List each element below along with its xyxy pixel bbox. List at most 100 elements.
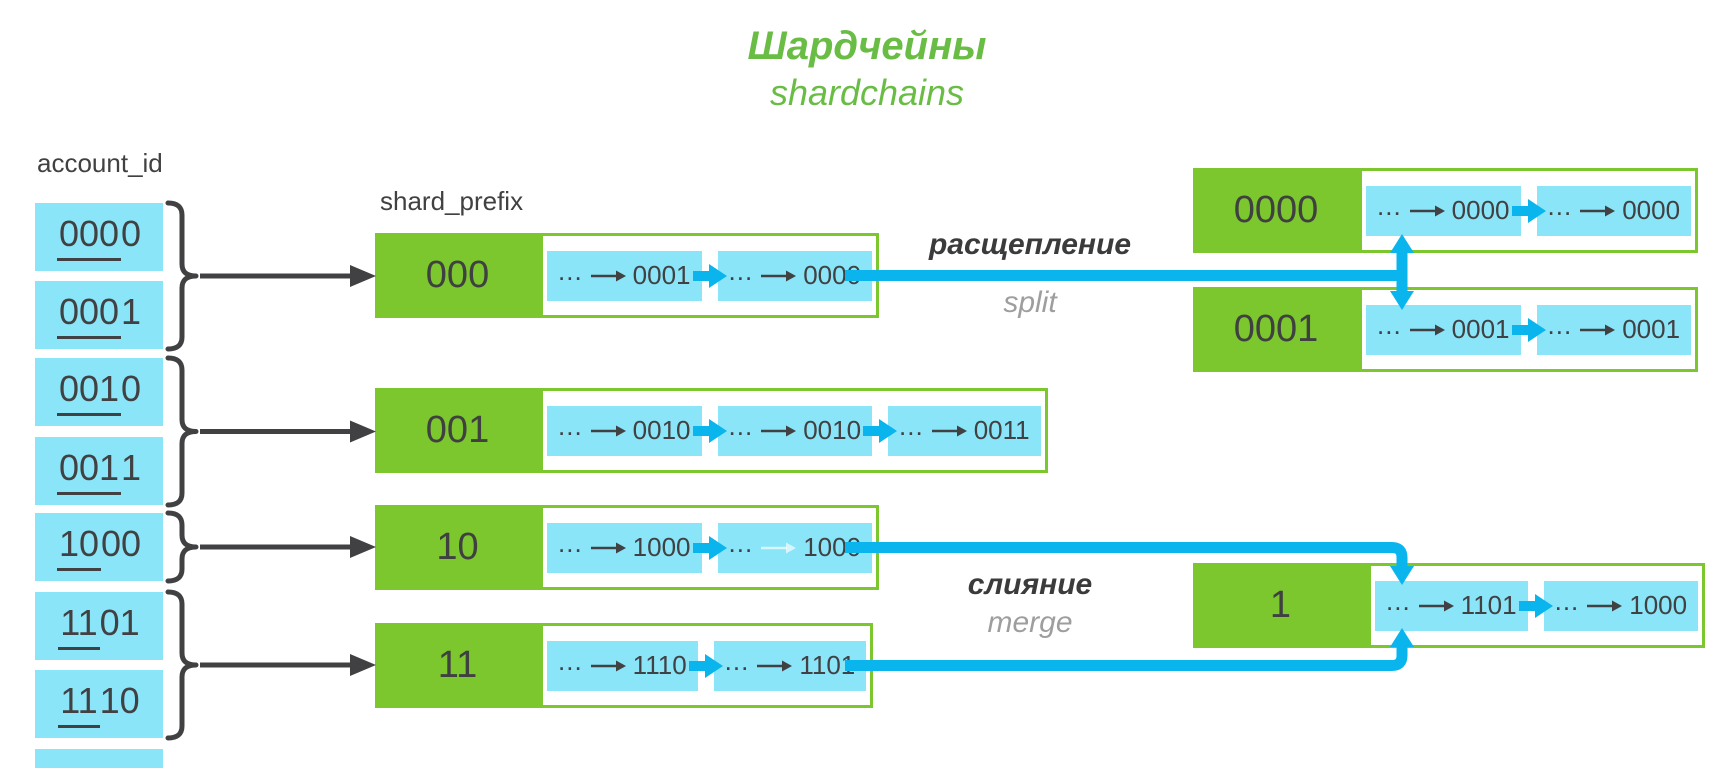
merge-connector-bottom	[845, 646, 1408, 671]
block-arrow-icon	[590, 542, 626, 553]
account-id-box-partial	[35, 749, 163, 768]
account-id-prefix: 11	[58, 680, 100, 728]
group-arrow-head	[350, 654, 376, 676]
account-id-suffix: 01	[99, 602, 140, 643]
diagram-title-en: shardchains	[769, 72, 965, 113]
chain-link-arrow-icon	[1511, 317, 1546, 342]
shardchain-blocks: ... 0001 ... 0001	[1359, 287, 1699, 372]
account-id-prefix: 000	[56, 213, 122, 261]
chain-block-value: 0000	[1622, 195, 1681, 225]
chain-block-value: 0011	[973, 415, 1030, 445]
block-arrow-icon	[1409, 324, 1445, 335]
shardchain-row-11: 11... 1110 ... 1101	[375, 623, 874, 708]
shardchain-blocks: ... 1110 ... 1101	[540, 623, 874, 708]
block-arrow-light-icon	[761, 542, 797, 553]
chain-block-dots: ...	[728, 528, 754, 558]
chain-link-arrow-icon	[1518, 593, 1553, 618]
block-arrow-icon	[761, 270, 797, 281]
chain-block: ... 0001	[1366, 304, 1521, 355]
chain-link-arrow-icon	[692, 263, 727, 288]
chain-block: ... 1000	[1543, 580, 1699, 631]
chain-block-dots: ...	[558, 411, 583, 441]
shardchain-row-0000: 0000... 0000 ... 0000	[1193, 168, 1699, 253]
group-brace	[165, 510, 199, 584]
block-arrow-icon	[590, 425, 626, 436]
group-arrow-head	[350, 265, 376, 287]
chain-block-value: 0010	[632, 415, 691, 445]
split-label-ru: расщепление	[928, 228, 1132, 261]
shard-prefix-cell: 10	[375, 505, 540, 590]
group-brace	[165, 355, 199, 508]
chain-block: ... 0001	[547, 250, 702, 301]
merge-label-en: merge	[987, 606, 1073, 639]
chain-block-value: 1000	[632, 532, 691, 562]
chain-block-dots: ...	[1377, 191, 1402, 221]
diagram-title-ru: Шардчейны	[747, 24, 987, 68]
chain-block: ... 1000	[547, 522, 702, 573]
shardchain-row-0001: 0001... 0001 ... 0001	[1193, 287, 1699, 372]
chain-block: ... 0010	[547, 405, 702, 456]
shardchain-row-000: 000... 0001 ... 0000	[375, 233, 880, 318]
merge-label-ru: слияние	[967, 568, 1093, 601]
chain-block: ... 0011	[888, 405, 1041, 456]
account-id-label: account_id	[37, 148, 163, 178]
chain-block-value: 0000	[803, 260, 862, 290]
group-brace	[165, 589, 199, 741]
chain-block-dots: ...	[558, 646, 583, 676]
chain-link-arrow-icon	[692, 535, 727, 560]
chain-block-value: 0001	[1451, 314, 1510, 344]
chain-link-arrow-icon	[688, 653, 723, 678]
account-id-prefix: 001	[56, 447, 122, 495]
shardchain-blocks: ... 0010 ... 0010 ... 0011	[540, 388, 1048, 473]
block-arrow-icon	[590, 660, 626, 671]
account-id-prefix: 001	[56, 368, 122, 416]
account-id-suffix: 0	[121, 213, 142, 254]
chain-link-arrow-icon	[1511, 198, 1546, 223]
chain-block-dots: ...	[899, 411, 924, 441]
chain-block: ... 0010	[717, 405, 873, 456]
chain-block-dots: ...	[728, 256, 754, 286]
group-brace	[165, 200, 199, 352]
shardchain-row-001: 001... 0010 ... 0010 ... 0011	[375, 388, 1048, 473]
split-label-en: split	[1003, 286, 1057, 319]
chain-block: ... 0000	[1366, 185, 1521, 236]
account-id-suffix: 00	[101, 523, 142, 564]
block-arrow-icon	[757, 660, 793, 671]
block-arrow-icon	[590, 270, 626, 281]
shardchain-row-1: 1... 1101 ... 1000	[1193, 563, 1706, 648]
chain-block-dots: ...	[724, 646, 750, 676]
chain-block: ... 0000	[717, 250, 873, 301]
chain-block-dots: ...	[1554, 586, 1580, 616]
shard-prefix-label: shard_prefix	[380, 186, 524, 216]
chain-block-value: 0010	[803, 415, 862, 445]
chain-block-value: 0001	[1622, 314, 1681, 344]
chain-block-value: 1000	[803, 532, 862, 562]
chain-block: ... 1000	[717, 522, 873, 573]
shard-prefix-cell: 000	[375, 233, 540, 318]
account-id-suffix: 10	[99, 680, 140, 721]
block-arrow-icon	[1409, 205, 1445, 216]
shard-prefix-cell: 1	[1193, 563, 1368, 648]
account-id-prefix: 10	[56, 523, 101, 571]
chain-block-value: 1000	[1629, 590, 1688, 620]
chain-block-dots: ...	[558, 256, 583, 286]
shard-prefix-cell: 0001	[1193, 287, 1359, 372]
chain-block: ... 0000	[1536, 185, 1692, 236]
chain-link-arrow-icon	[692, 418, 727, 443]
shardchain-blocks: ... 1000 ... 1000	[540, 505, 880, 590]
account-id-prefix: 000	[56, 291, 122, 339]
block-arrow-icon	[931, 425, 967, 436]
shardchain-blocks: ... 1101 ... 1000	[1368, 563, 1706, 648]
account-id-suffix: 0	[121, 368, 142, 409]
chain-block: ... 1110	[547, 640, 698, 691]
account-id-suffix: 1	[121, 447, 142, 488]
chain-block-dots: ...	[558, 528, 583, 558]
shardchain-blocks: ... 0000 ... 0000	[1359, 168, 1699, 253]
chain-block-dots: ...	[1377, 310, 1402, 340]
